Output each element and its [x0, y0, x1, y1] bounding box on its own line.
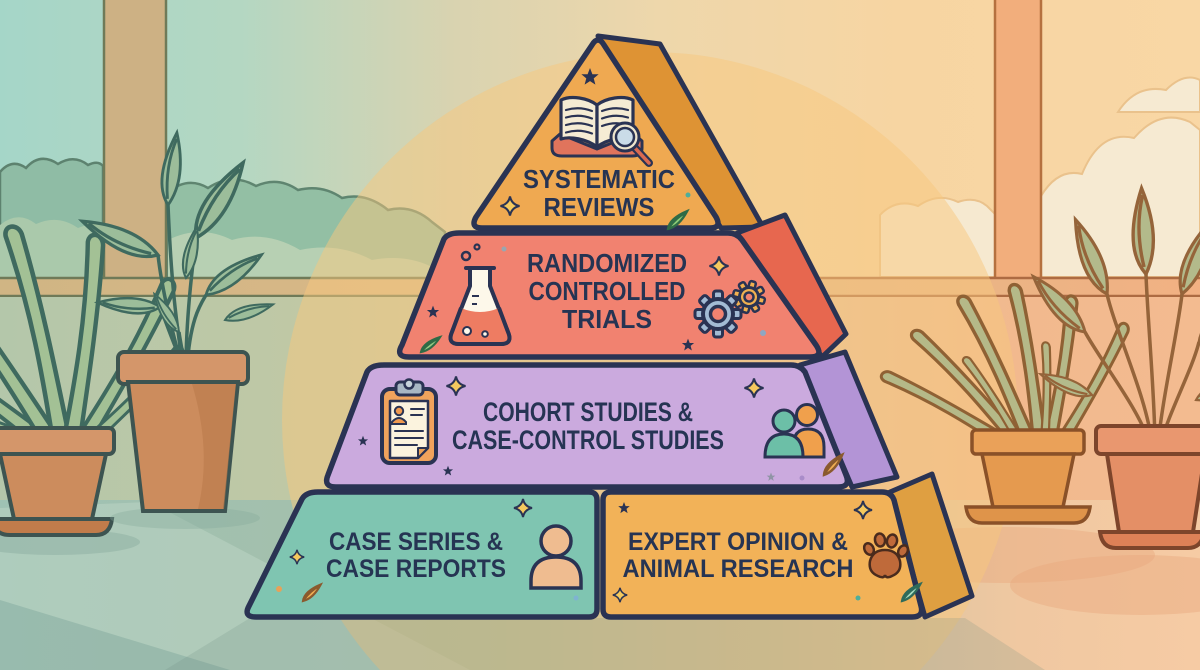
pyramid-cast-shadow	[165, 618, 1045, 670]
floor-shadow-right-2	[1010, 555, 1200, 615]
level-5-label-line-1: EXPERT OPINION &	[628, 528, 848, 556]
level-2-label-line-2: CONTROLLED	[529, 276, 686, 306]
evidence-pyramid: SYSTEMATIC REVIEWS	[244, 33, 975, 620]
people-icon	[763, 403, 826, 459]
level-5-label-line-2: ANIMAL RESEARCH	[623, 555, 854, 583]
clipboard-icon	[380, 378, 438, 465]
window-frame-right	[993, 0, 1043, 281]
level-2-label-line-1: RANDOMIZED	[527, 248, 687, 278]
level-3-label-line-2: CASE-CONTROL STUDIES	[452, 425, 724, 455]
pyramid-level-5-expert-opinion-animal-research: EXPERT OPINION & ANIMAL RESEARCH	[600, 471, 975, 620]
level-4-label-line-2: CASE REPORTS	[326, 555, 506, 583]
gears-icon	[693, 279, 767, 339]
dot	[573, 595, 579, 601]
level-3-label-line-1: COHORT STUDIES &	[483, 397, 693, 427]
level-2-label-line-3: TRIALS	[562, 304, 652, 334]
dot	[760, 330, 766, 336]
pyramid-level-1-systematic-reviews: SYSTEMATIC REVIEWS	[471, 33, 766, 232]
level-1-label-line-1: SYSTEMATIC	[523, 164, 675, 194]
pyramid-level-2-randomized-controlled-trials: RANDOMIZED CONTROLLED TRIALS	[396, 212, 849, 360]
level-4-face	[244, 489, 600, 620]
level-4-label-line-1: CASE SERIES &	[329, 528, 503, 556]
dot	[855, 595, 861, 601]
paw-print-icon	[862, 532, 910, 579]
leafy-potted-plant-right	[1028, 186, 1200, 550]
flask-icon	[448, 243, 512, 346]
pyramid-level-3-cohort-case-control: COHORT STUDIES & CASE-CONTROL STUDIES	[323, 349, 900, 490]
dot	[501, 246, 507, 252]
grass-potted-plant-right	[877, 282, 1157, 525]
agave-plant-left	[0, 227, 212, 555]
dot	[276, 586, 282, 592]
level-1-label-line-2: REVIEWS	[544, 192, 655, 222]
person-icon	[529, 524, 583, 590]
floor-dark-corner	[0, 600, 230, 670]
dot	[685, 192, 691, 198]
dot	[799, 475, 805, 481]
tall-potted-plant-left	[78, 130, 276, 529]
open-book-magnifier-icon	[550, 95, 653, 167]
pyramid-level-4-case-series-reports: CASE SERIES & CASE REPORTS	[244, 489, 600, 620]
level-5-face	[600, 489, 925, 620]
